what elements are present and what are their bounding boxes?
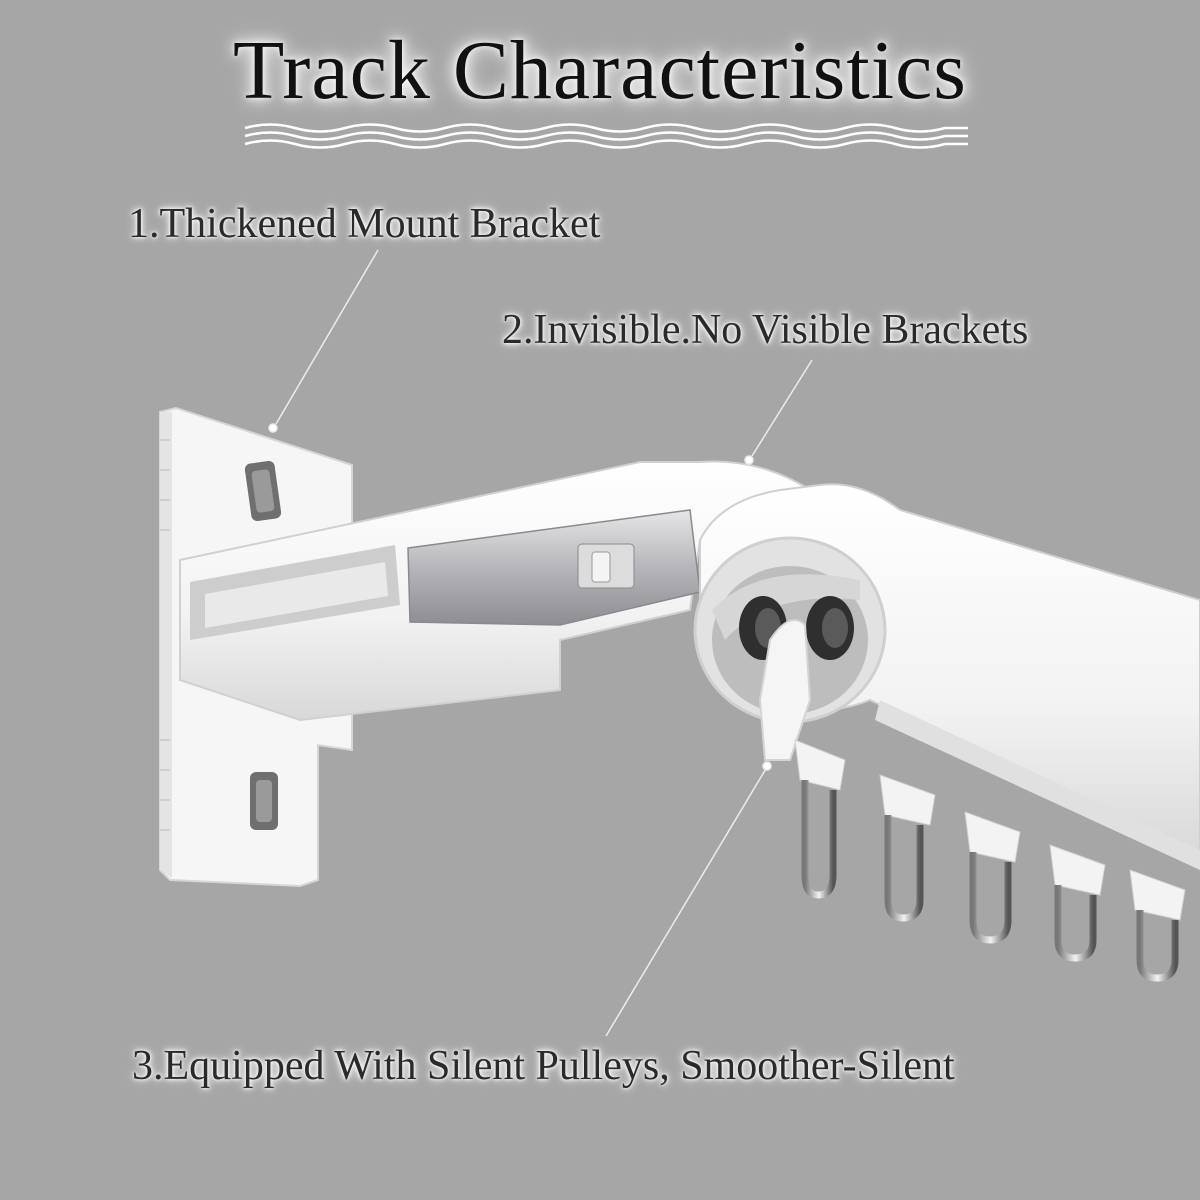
pulley-hook: [964, 811, 1021, 944]
leader-lines: [268, 249, 813, 1037]
page-title: Track Characteristics: [232, 24, 967, 117]
pulley-hooks: [794, 739, 1186, 982]
callout-silent-pulleys: 3.Equipped With Silent Pulleys, Smoother…: [132, 1043, 955, 1089]
pulley-hook: [1129, 869, 1186, 982]
callout-invisible-brackets: 2.Invisible.No Visible Brackets: [502, 307, 1029, 353]
leader-line-3: [605, 761, 771, 1037]
bracket-illustration: [159, 406, 813, 888]
leader-line-1: [275, 249, 379, 425]
title-wave-divider: [244, 123, 968, 149]
leader-dot-1: [268, 423, 278, 433]
leader-dot-2: [744, 455, 754, 465]
pulley-hook: [1049, 844, 1106, 962]
pulley-hook: [879, 774, 936, 922]
pulley-hook: [794, 739, 846, 899]
leader-dot-3: [762, 761, 772, 771]
track-rail: [693, 483, 1200, 870]
leader-line-2: [751, 359, 813, 457]
callout-thickened-mount-bracket: 1.Thickened Mount Bracket: [128, 201, 601, 247]
